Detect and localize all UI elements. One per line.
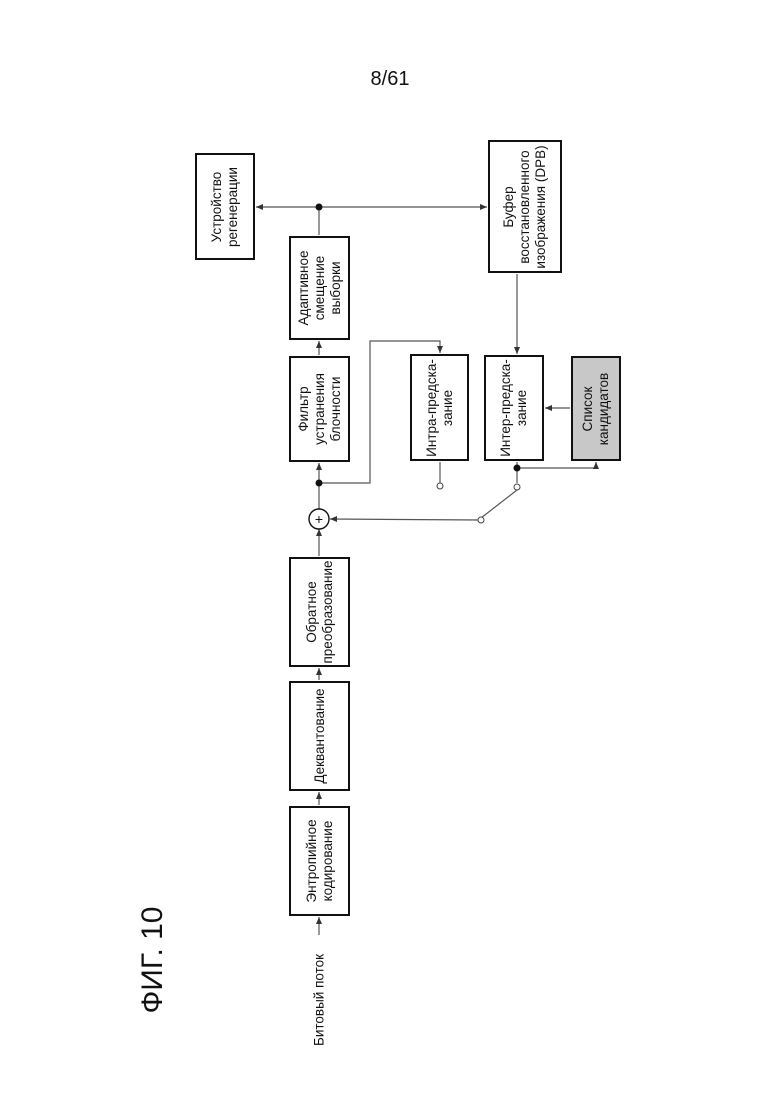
display-device-block: Устройство регенерации bbox=[195, 153, 255, 260]
adder-symbol: + bbox=[315, 511, 323, 527]
sao-label-line2: смещение bbox=[312, 250, 328, 325]
dpb-label-line2: восстановленного bbox=[517, 145, 533, 268]
candidate-list-label-line1: Список bbox=[580, 372, 596, 444]
display-device-label-line1: Устройство bbox=[209, 167, 225, 247]
junction-dot-top bbox=[316, 204, 323, 211]
inter-prediction-label-line1: Интер-предска- bbox=[498, 359, 514, 457]
switch-arm bbox=[481, 490, 517, 518]
wire-inter-to-candidates bbox=[517, 462, 596, 468]
junction-dot-inter bbox=[514, 465, 521, 472]
entropy-decoding-label-line1: Энтропийное bbox=[304, 819, 320, 902]
switch-contact-inter bbox=[514, 484, 520, 490]
switch-pivot bbox=[478, 517, 484, 523]
inverse-transform-block: Обратное преобразование bbox=[289, 557, 350, 667]
entropy-decoding-label-line2: кодирование bbox=[320, 819, 336, 902]
deblocking-filter-label-line1: Фильтр bbox=[296, 373, 312, 445]
deblocking-filter-block: Фильтр устранения блочности bbox=[289, 356, 350, 462]
dequantization-block: Деквантование bbox=[289, 681, 350, 791]
sao-label-line1: Адаптивное bbox=[296, 250, 312, 325]
dpb-label-line1: Буфер bbox=[501, 145, 517, 268]
intra-prediction-block: Интра-предска- зание bbox=[410, 354, 469, 461]
candidate-list-block: Список кандидатов bbox=[571, 356, 621, 461]
dequantization-label: Деквантование bbox=[312, 688, 328, 783]
sample-adaptive-offset-block: Адаптивное смещение выборки bbox=[289, 236, 350, 340]
decoded-picture-buffer-block: Буфер восстановленного изображения (DPB) bbox=[488, 140, 562, 273]
wire-switch-adder bbox=[330, 519, 481, 520]
intra-prediction-label-line2: зание bbox=[440, 359, 456, 457]
inverse-transform-label-line1: Обратное bbox=[304, 560, 320, 663]
intra-prediction-label-line1: Интра-предска- bbox=[424, 359, 440, 457]
inverse-transform-label-line2: преобразование bbox=[320, 560, 336, 663]
inter-prediction-label-line2: зание bbox=[514, 359, 530, 457]
display-device-label-line2: регенерации bbox=[225, 167, 241, 247]
entropy-decoding-block: Энтропийное кодирование bbox=[289, 806, 350, 916]
deblocking-filter-label-line3: блочности bbox=[328, 373, 344, 445]
deblocking-filter-label-line2: устранения bbox=[312, 373, 328, 445]
dpb-label-line3: изображения (DPB) bbox=[533, 145, 549, 268]
junction-dot-deblock bbox=[316, 480, 323, 487]
switch-contact-intra bbox=[437, 483, 443, 489]
sao-label-line3: выборки bbox=[328, 250, 344, 325]
candidate-list-label-line2: кандидатов bbox=[596, 372, 612, 444]
inter-prediction-block: Интер-предска- зание bbox=[484, 355, 544, 461]
